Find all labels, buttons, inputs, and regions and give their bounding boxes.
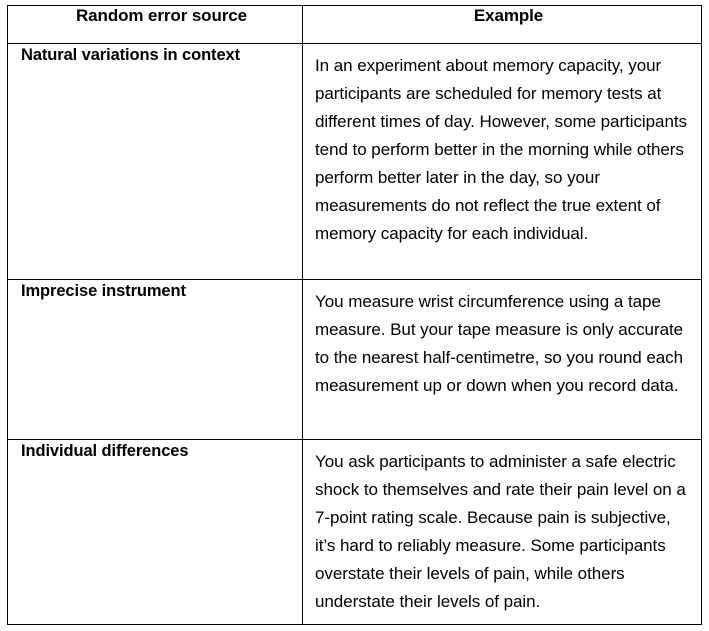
cell-example: In an experiment about memory capacity, …	[302, 43, 702, 280]
error-source-label: Natural variations in context	[21, 46, 240, 64]
table-row: Natural variations in context In an expe…	[7, 43, 702, 280]
column-header-source: Random error source	[7, 5, 303, 44]
table-header-row: Random error source Example	[7, 5, 702, 44]
column-header-example-label: Example	[473, 6, 544, 25]
column-header-source-label: Random error source	[76, 6, 247, 25]
table-row: Individual differences You ask participa…	[7, 439, 702, 625]
random-error-sources-table: Random error source Example Natural vari…	[7, 5, 702, 625]
example-text: You ask participants to administer a saf…	[315, 452, 686, 611]
example-text: You measure wrist circumference using a …	[315, 292, 684, 395]
cell-error-source: Individual differences	[7, 439, 303, 625]
column-header-example: Example	[302, 5, 702, 44]
cell-error-source: Imprecise instrument	[7, 279, 303, 440]
cell-example: You ask participants to administer a saf…	[302, 439, 702, 625]
table-row: Imprecise instrument You measure wrist c…	[7, 279, 702, 440]
example-text: In an experiment about memory capacity, …	[315, 56, 687, 243]
table-body: Natural variations in context In an expe…	[7, 43, 702, 625]
error-source-label: Imprecise instrument	[21, 282, 186, 300]
table-header: Random error source Example	[7, 5, 702, 44]
error-source-label: Individual differences	[21, 442, 189, 460]
cell-example: You measure wrist circumference using a …	[302, 279, 702, 440]
cell-error-source: Natural variations in context	[7, 43, 303, 280]
